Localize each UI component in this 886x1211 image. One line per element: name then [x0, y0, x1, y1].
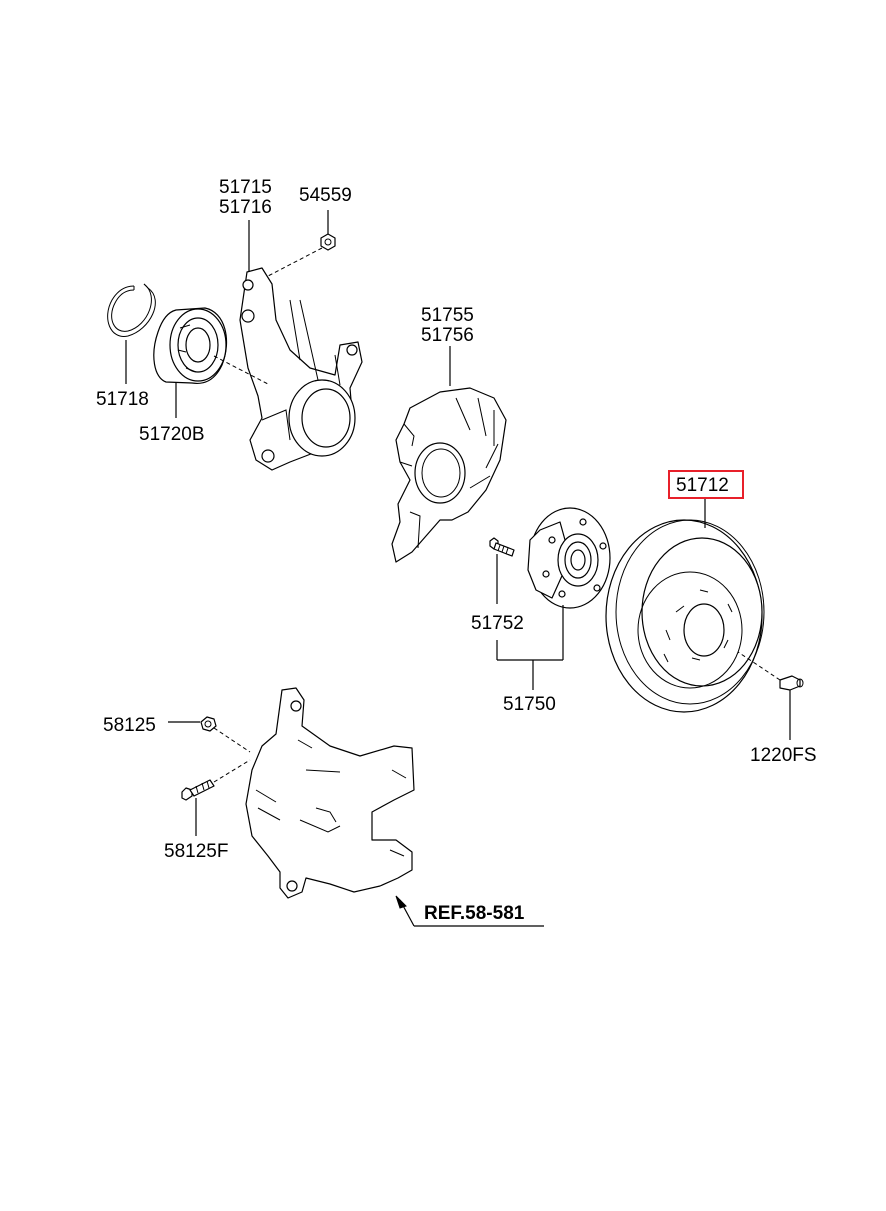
reference-arrow: [395, 895, 544, 927]
label-caliper-bolt-f[interactable]: 58125F: [164, 841, 228, 862]
disc-screw-part[interactable]: [779, 675, 804, 691]
hub-bolt-part[interactable]: [489, 537, 515, 557]
disc-part[interactable]: [605, 519, 765, 713]
dust-cover-part[interactable]: [391, 387, 507, 563]
label-hub-bolt[interactable]: 51752: [471, 613, 524, 634]
label-dust-cover-a[interactable]: 51755: [421, 305, 474, 326]
nut-part[interactable]: [320, 233, 336, 251]
label-dust-cover-b[interactable]: 51756: [421, 325, 474, 346]
label-caliper-bolt[interactable]: 58125: [103, 715, 156, 736]
label-snap-ring[interactable]: 51718: [96, 389, 149, 410]
caliper-carrier-part[interactable]: [245, 687, 415, 899]
hub-assembly-part[interactable]: [527, 507, 611, 609]
label-hub-assembly[interactable]: 51750: [503, 694, 556, 715]
caliper-bolt-f-part[interactable]: [181, 779, 215, 801]
selected-part-highlight: [668, 470, 744, 499]
label-bearing[interactable]: 51720B: [139, 424, 205, 445]
bearing-part[interactable]: [153, 307, 228, 385]
label-knuckle-a[interactable]: 51715: [219, 177, 272, 198]
label-knuckle-b[interactable]: 51716: [219, 197, 272, 218]
caliper-bolt-part[interactable]: [200, 716, 217, 732]
label-nut[interactable]: 54559: [299, 185, 352, 206]
label-disc-screw[interactable]: 1220FS: [750, 745, 817, 766]
label-reference[interactable]: REF.58-581: [424, 903, 525, 924]
knuckle-part[interactable]: [239, 267, 363, 471]
label-disc[interactable]: 51712: [676, 475, 729, 496]
snap-ring-part[interactable]: [107, 283, 156, 337]
